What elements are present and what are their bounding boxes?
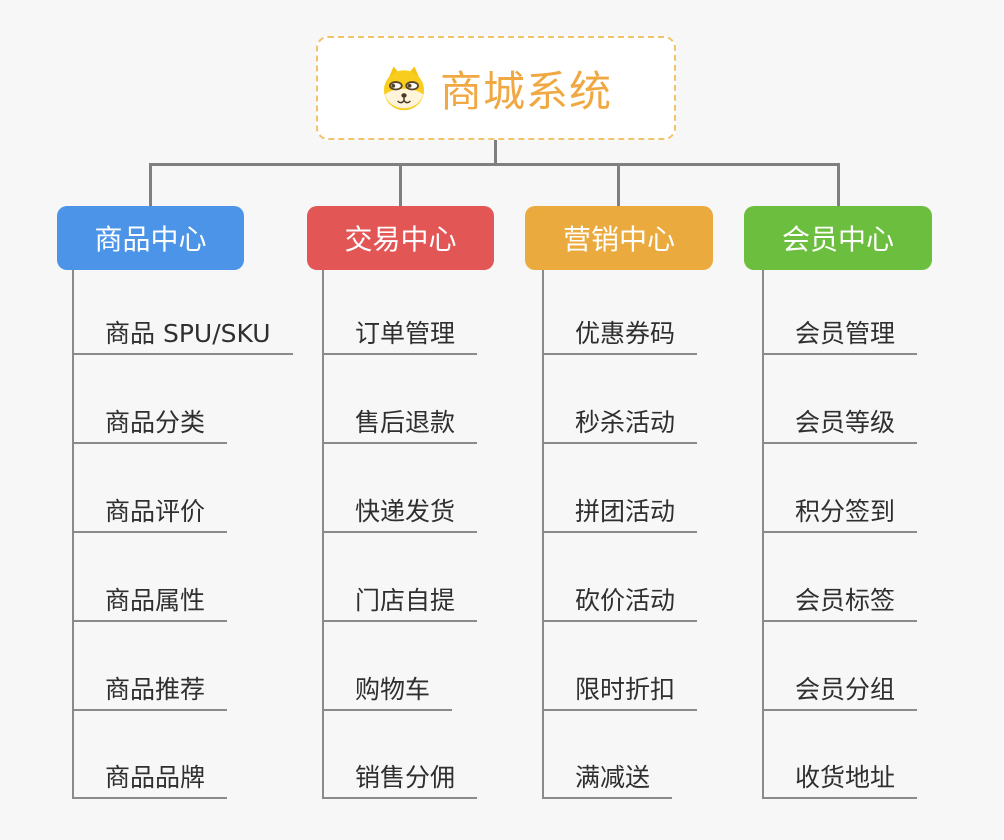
- leaf-node[interactable]: 售后退款: [322, 403, 478, 444]
- leaf-node[interactable]: 砍价活动: [542, 581, 698, 622]
- leaf-node[interactable]: 收货地址: [762, 758, 918, 799]
- leaf-node[interactable]: 商品属性: [72, 581, 228, 622]
- branch-label: 营销中心: [562, 223, 675, 256]
- root-node-mall-system[interactable]: 商城系统: [316, 36, 676, 140]
- leaf-node[interactable]: 购物车: [322, 670, 453, 711]
- branch-spine: [762, 270, 764, 799]
- branch-connector-drop: [149, 163, 152, 207]
- branch-connector-drop: [399, 163, 402, 207]
- branch-label: 交易中心: [344, 223, 457, 256]
- leaf-node[interactable]: 商品品牌: [72, 758, 228, 799]
- leaf-node[interactable]: 满减送: [542, 758, 673, 799]
- branch-connector-bus: [149, 163, 840, 166]
- leaf-node[interactable]: 积分签到: [762, 492, 918, 533]
- root-connector-stub: [494, 139, 497, 165]
- leaf-node[interactable]: 商品推荐: [72, 670, 228, 711]
- leaf-node[interactable]: 订单管理: [322, 314, 478, 355]
- leaf-node[interactable]: 会员管理: [762, 314, 918, 355]
- branch-connector-drop: [837, 163, 840, 207]
- branch-spine: [322, 270, 324, 799]
- leaf-node[interactable]: 商品 SPU/SKU: [72, 314, 293, 355]
- leaf-node[interactable]: 会员等级: [762, 403, 918, 444]
- leaf-node[interactable]: 商品分类: [72, 403, 228, 444]
- branch-node-product-center[interactable]: 商品中心: [57, 206, 244, 270]
- branch-label: 商品中心: [94, 223, 207, 256]
- leaf-node[interactable]: 秒杀活动: [542, 403, 698, 444]
- leaf-node[interactable]: 会员分组: [762, 670, 918, 711]
- leaf-node[interactable]: 会员标签: [762, 581, 918, 622]
- branch-node-member-center[interactable]: 会员中心: [744, 206, 932, 270]
- leaf-node[interactable]: 门店自提: [322, 581, 478, 622]
- root-node-title: 商城系统: [439, 66, 612, 116]
- branch-node-marketing-center[interactable]: 营销中心: [525, 206, 713, 270]
- branch-spine: [542, 270, 544, 799]
- branch-node-trade-center[interactable]: 交易中心: [307, 206, 494, 270]
- dog-face-icon: [383, 66, 425, 111]
- leaf-node[interactable]: 限时折扣: [542, 670, 698, 711]
- branch-label: 会员中心: [781, 223, 894, 256]
- branch-spine: [72, 270, 74, 799]
- leaf-node[interactable]: 优惠券码: [542, 314, 698, 355]
- branch-connector-drop: [617, 163, 620, 207]
- leaf-node[interactable]: 拼团活动: [542, 492, 698, 533]
- leaf-node[interactable]: 销售分佣: [322, 758, 478, 799]
- leaf-node[interactable]: 快递发货: [322, 492, 478, 533]
- leaf-node[interactable]: 商品评价: [72, 492, 228, 533]
